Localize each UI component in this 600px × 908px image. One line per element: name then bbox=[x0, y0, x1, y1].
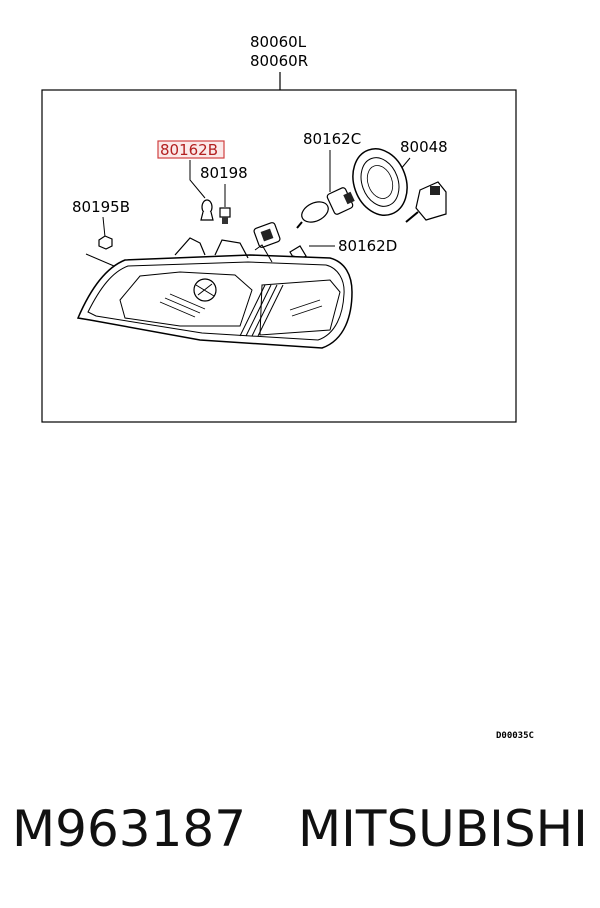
assembly-frame bbox=[41, 89, 517, 423]
highlight-box bbox=[157, 140, 225, 159]
bulb-c-part[interactable] bbox=[296, 187, 355, 229]
callout-cap[interactable]: 80048 bbox=[400, 138, 448, 156]
callout-assembly-right[interactable]: 80060R bbox=[250, 52, 308, 70]
cap-part[interactable] bbox=[344, 141, 416, 223]
part-footer: M963187 MITSUBISHI bbox=[12, 800, 592, 880]
callout-assembly-left[interactable]: 80060L bbox=[250, 33, 307, 51]
callout-bulb-c[interactable]: 80162C bbox=[303, 130, 361, 148]
part-number: M963187 bbox=[12, 800, 247, 858]
clip-part[interactable] bbox=[98, 235, 113, 250]
callout-bulb-d[interactable]: 80162D bbox=[338, 237, 397, 255]
clip-leader bbox=[102, 216, 106, 238]
bulb-socket-part[interactable] bbox=[253, 222, 281, 248]
callout-bulb-b[interactable]: 80162B bbox=[160, 141, 218, 159]
bulb-b-part[interactable] bbox=[200, 199, 214, 221]
callout-socket[interactable]: 80198 bbox=[200, 164, 248, 182]
headlamp-housing[interactable] bbox=[76, 237, 353, 349]
brand-name: MITSUBISHI bbox=[298, 800, 588, 858]
bulb-b-leader bbox=[189, 160, 206, 199]
housing-leader bbox=[85, 253, 115, 267]
callout-clip[interactable]: 80195B bbox=[72, 198, 130, 216]
parts-diagram: 80060L 80060R 80162B 80198 80195B 80162C… bbox=[41, 33, 534, 741]
connector-part[interactable] bbox=[405, 181, 447, 223]
drawing-code: D00035C bbox=[496, 731, 534, 741]
socket-part[interactable] bbox=[219, 207, 231, 224]
